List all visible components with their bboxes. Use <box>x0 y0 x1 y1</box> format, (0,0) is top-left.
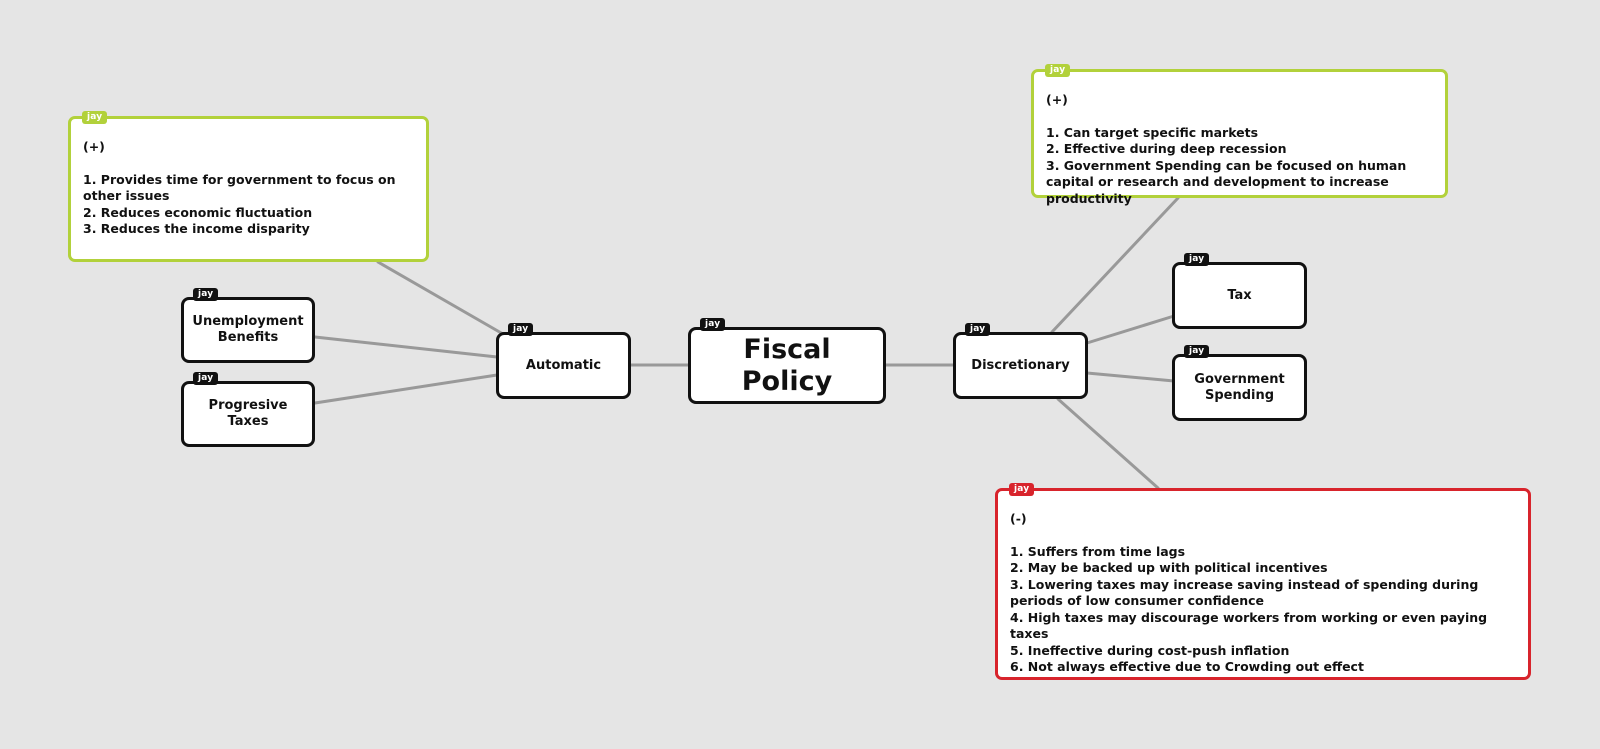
node-discretionary[interactable]: jay Discretionary <box>953 323 1088 399</box>
discretionary-pros-note[interactable]: jay (+) 1. Can target specific markets 2… <box>1031 64 1448 206</box>
node-tax[interactable]: jay Tax <box>1172 253 1307 329</box>
node-label: Tax <box>1227 287 1252 303</box>
central-label: Fiscal Policy <box>741 333 833 397</box>
node-label: Progresive Taxes <box>208 398 288 429</box>
node-label: Unemployment Benefits <box>192 314 304 345</box>
node-automatic[interactable]: jay Automatic <box>496 323 631 399</box>
author-tag: jay <box>700 318 726 331</box>
automatic-pros-note[interactable]: jay (+) 1. Provides time for government … <box>68 111 429 262</box>
note-item: 2. Effective during deep recession <box>1046 141 1287 156</box>
author-tag: jay <box>193 288 219 301</box>
connector-discretionary-spending <box>1085 371 1176 383</box>
author-tag: jay <box>1045 64 1071 77</box>
node-progressive-taxes[interactable]: jay Progresive Taxes <box>181 372 315 447</box>
note-item: 1. Suffers from time lags <box>1010 543 1186 559</box>
node-unemployment-benefits[interactable]: jay Unemployment Benefits <box>181 288 315 363</box>
author-tag: jay <box>1184 345 1210 358</box>
author-tag: jay <box>1009 483 1035 496</box>
node-label: Government Spending <box>1194 371 1285 403</box>
note-item: 2. May be backed up with political incen… <box>1010 560 1328 575</box>
note-heading: (+) <box>1046 92 1068 107</box>
note-item: 2. Reduces economic fluctuation <box>83 204 313 220</box>
node-label: Discretionary <box>971 357 1070 373</box>
connector-automatic-unemployment <box>313 335 499 359</box>
note-item: 5. Ineffective during cost-push inflatio… <box>1010 642 1290 658</box>
note-item: 1. Can target specific markets <box>1046 124 1259 140</box>
note-heading: (+) <box>83 139 105 154</box>
note-item: 3. Lowering taxes may increase saving in… <box>1010 576 1479 609</box>
note-item: 4. High taxes may discourage workers fro… <box>1010 609 1488 642</box>
note-item: 3. Government Spending can be focused on… <box>1046 157 1407 206</box>
author-tag: jay <box>1184 253 1210 266</box>
note-list: 1. Suffers from time lags 2. May be back… <box>1010 544 1516 676</box>
connector-discretionary-tax <box>1085 314 1176 345</box>
note-item: 3. Reduces the income disparity <box>83 221 310 236</box>
node-government-spending[interactable]: jay Government Spending <box>1172 345 1307 421</box>
note-list: 1. Can target specific markets 2. Effect… <box>1046 125 1433 208</box>
author-tag: jay <box>508 323 534 336</box>
author-tag: jay <box>82 111 108 124</box>
author-tag: jay <box>193 372 219 385</box>
connector-automatic-note <box>376 260 505 336</box>
connector-automatic-progressive <box>313 373 499 405</box>
connector-discretionary-pros-note <box>1050 196 1180 334</box>
node-fiscal-policy[interactable]: jay Fiscal Policy <box>688 318 886 404</box>
note-heading: (-) <box>1010 511 1027 526</box>
connector-discretionary-cons-note <box>1056 397 1160 490</box>
note-list: 1. Provides time for government to focus… <box>83 172 414 238</box>
author-tag: jay <box>965 323 991 336</box>
node-label: Automatic <box>525 357 602 373</box>
note-item: 6. Not always effective due to Crowding … <box>1010 659 1364 674</box>
discretionary-cons-note[interactable]: jay (-) 1. Suffers from time lags 2. May… <box>995 483 1531 680</box>
note-item: 1. Provides time for government to focus… <box>83 171 396 204</box>
